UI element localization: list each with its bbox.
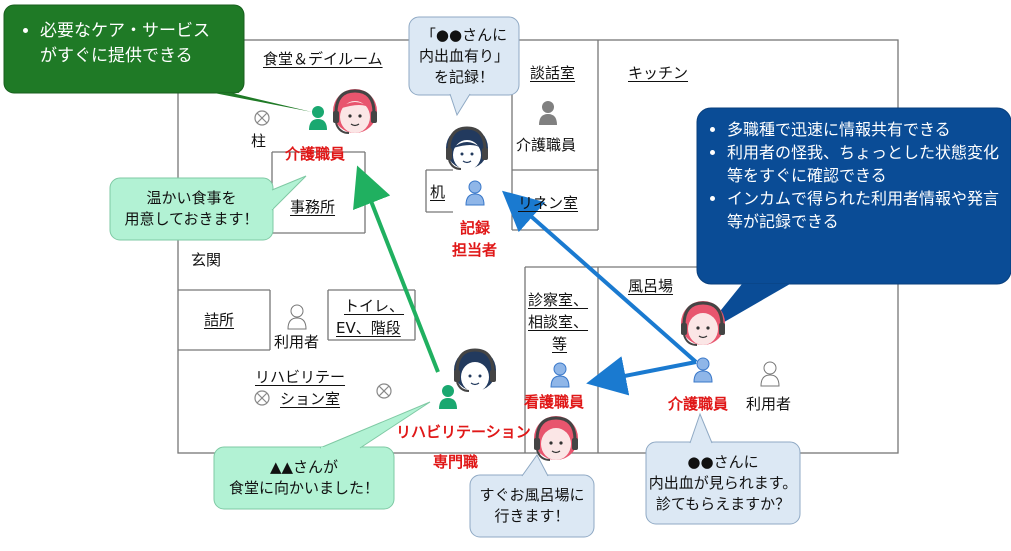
person-icon [760, 361, 780, 387]
role-user-mid: 利用者 [274, 333, 320, 351]
meal-bubble-line2: 用意しておきます！ [124, 210, 259, 228]
room-label-exam-line3: 等 [552, 335, 568, 353]
headset-operator-male-icon [454, 348, 496, 392]
role-care-worker-bath: 介護職員 [668, 395, 729, 413]
record-bubble: 「●●さんに 内出血有り」 を記録！ [409, 17, 519, 95]
bath-go-bubble: すぐお風呂場に 行きます！ [470, 475, 594, 537]
person-icon [287, 304, 307, 330]
room-label-toilet-line2: EV、階段 [336, 319, 401, 337]
moved-bubble-line1: ▲▲さんが [269, 458, 339, 476]
person-icon [439, 385, 457, 409]
room-label-exam-line2: 相談室、 [528, 313, 589, 331]
bruise-bubble: ●●さんに 内出血が見られます。 診てもらえますか？ [646, 442, 800, 524]
top-left-callout-line2: がすぐに提供できる [40, 46, 193, 66]
pillar-cross-icon [254, 110, 270, 126]
room-label-bath: 風呂場 [628, 277, 674, 295]
room-label-dining: 食堂＆デイルーム [263, 50, 383, 68]
room-label-exam-line1: 診察室、 [528, 291, 589, 309]
info-flow-arrow-green [353, 165, 440, 373]
pillar-label: 柱 [251, 132, 267, 150]
headset-operator-male-icon [446, 126, 488, 170]
room-label-kitchen: キッチン [628, 64, 689, 82]
moved-bubble: ▲▲さんが 食堂に向かいました！ [214, 447, 394, 509]
role-recorder-line2: 担当者 [452, 241, 498, 259]
room-label-rehab-line2: ション室 [280, 390, 341, 408]
room-label-linen: リネン室 [518, 194, 579, 212]
bruise-bubble-line3: 診てもらえますか？ [655, 494, 791, 513]
moved-bubble-shape [213, 401, 431, 510]
pillar-cross-icon [254, 390, 270, 406]
role-care-worker-talk: 介護職員 [516, 136, 577, 154]
bruise-bubble-line1: ●●さんに [687, 452, 759, 471]
room-label-rehab-line1: リハビリテー [255, 368, 346, 386]
top-left-callout: 必要なケア・サービス がすぐに提供できる [4, 5, 244, 93]
meal-bubble-shape [109, 175, 307, 241]
top-left-callout-shape [3, 4, 312, 112]
meal-bubble: 温かい食事を 用意しておきます！ [110, 178, 273, 240]
headset-operator-female-icon [534, 416, 578, 461]
role-rehab-line1: リハビリテーション [396, 423, 531, 441]
room-label-entrance: 玄関 [191, 251, 222, 269]
info-item: 多職種で迅速に情報共有できる [727, 118, 1003, 141]
pillar-cross-icon [376, 383, 392, 399]
headset-operator-female-icon [681, 301, 725, 346]
info-flow-arrow-blue-to-recorder [502, 190, 698, 364]
person-icon [550, 362, 570, 388]
info-item: 利用者の怪我、ちょっとした状態変化等をすぐに確認できる [727, 141, 1003, 187]
room-label-toilet-line1: トイレ、 [344, 297, 405, 315]
bruise-bubble-line2: 内出血が見られます。 [648, 473, 798, 492]
person-icon [693, 357, 713, 383]
role-rehab-line2: 専門職 [433, 453, 479, 471]
record-bubble-line2: 内出血有り」 [418, 46, 509, 65]
role-nurse: 看護職員 [524, 393, 585, 411]
info-sharing-box: 多職種で迅速に情報共有できる 利用者の怪我、ちょっとした状態変化等をすぐに確認で… [697, 108, 1011, 284]
info-item: インカムで得られた利用者情報や発言等が記録できる [727, 187, 1003, 233]
bath-go-bubble-line2: 行きます！ [494, 507, 570, 525]
moved-bubble-line2: 食堂に向かいました！ [228, 479, 379, 497]
meal-bubble-line1: 温かい食事を [146, 189, 237, 207]
role-care-worker-dining: 介護職員 [285, 145, 346, 163]
record-bubble-line1: 「●●さんに [420, 25, 508, 44]
bath-go-bubble-line1: すぐお風呂場に [479, 486, 585, 504]
headset-operator-female-icon [333, 89, 377, 134]
person-icon [465, 180, 485, 206]
person-icon [309, 106, 327, 130]
bruise-bubble-shape [645, 412, 801, 525]
room-label-office: 事務所 [290, 198, 336, 216]
room-label-station: 詰所 [204, 311, 235, 329]
top-left-callout-line1: 必要なケア・サービス [40, 21, 210, 41]
room-label-talk: 談話室 [530, 64, 576, 82]
record-bubble-shape [408, 16, 520, 117]
bath-go-bubble-shape [469, 454, 595, 538]
role-recorder-line1: 記録 [460, 219, 491, 237]
info-flow-arrow-blue-to-nurse [586, 356, 697, 396]
person-icon [539, 101, 557, 125]
room-label-desk: 机 [430, 183, 446, 201]
role-user-bath: 利用者 [746, 395, 792, 413]
record-bubble-line3: を記録！ [433, 67, 494, 86]
